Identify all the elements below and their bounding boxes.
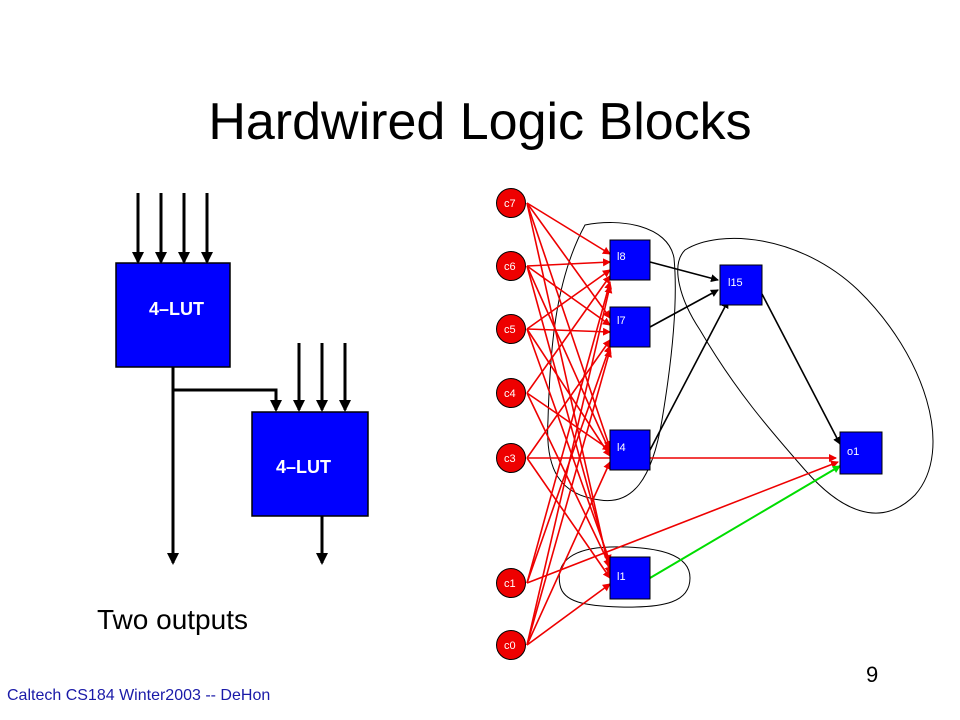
svg-text:c7: c7 <box>504 198 516 210</box>
page-number: 9 <box>866 662 879 687</box>
input-node-c3: c3 <box>496 443 526 473</box>
cluster-outline-l15-o1 <box>677 237 934 514</box>
input-node-c6: c6 <box>496 251 526 281</box>
input-node-c5: c5 <box>496 314 526 344</box>
top-lut-label: 4–LUT <box>149 299 204 319</box>
input-node-c0: c0 <box>496 630 526 660</box>
svg-text:c5: c5 <box>504 324 516 336</box>
svg-text:c6: c6 <box>504 261 516 273</box>
svg-text:l1: l1 <box>617 571 626 583</box>
caption: Two outputs <box>97 604 248 635</box>
logic-node-l4: l4 <box>609 429 651 471</box>
svg-text:o1: o1 <box>847 446 859 458</box>
footer-credit: Caltech CS184 Winter2003 -- DeHon <box>7 687 271 704</box>
svg-text:c4: c4 <box>504 388 516 400</box>
input-node-c7: c7 <box>496 188 526 218</box>
cluster-outline-l1 <box>558 546 691 608</box>
logic-node-o1: o1 <box>839 431 883 475</box>
logic-node-l1: l1 <box>609 556 651 600</box>
lut-diagram: 4–LUT 4–LUT <box>115 193 369 565</box>
svg-text:l8: l8 <box>617 251 626 263</box>
bottom-lut-block <box>251 411 369 517</box>
logic-node-l8: l8 <box>609 239 651 281</box>
svg-text:l4: l4 <box>617 442 626 454</box>
svg-text:c0: c0 <box>504 640 516 652</box>
logic-node-l7: l7 <box>609 306 651 348</box>
input-node-c4: c4 <box>496 378 526 408</box>
svg-text:c3: c3 <box>504 453 516 465</box>
bottom-lut-label: 4–LUT <box>276 457 331 477</box>
svg-text:l7: l7 <box>617 315 626 327</box>
network-graph: c7 c6 c5 c4 c3 c1 c0 l8 <box>496 188 934 660</box>
logic-node-l15: l15 <box>719 264 763 306</box>
slide-title: Hardwired Logic Blocks <box>208 93 752 151</box>
svg-text:c1: c1 <box>504 578 516 590</box>
svg-text:l15: l15 <box>728 277 743 289</box>
highlight-edge-l1-o1 <box>649 465 841 579</box>
input-node-c1: c1 <box>496 568 526 598</box>
